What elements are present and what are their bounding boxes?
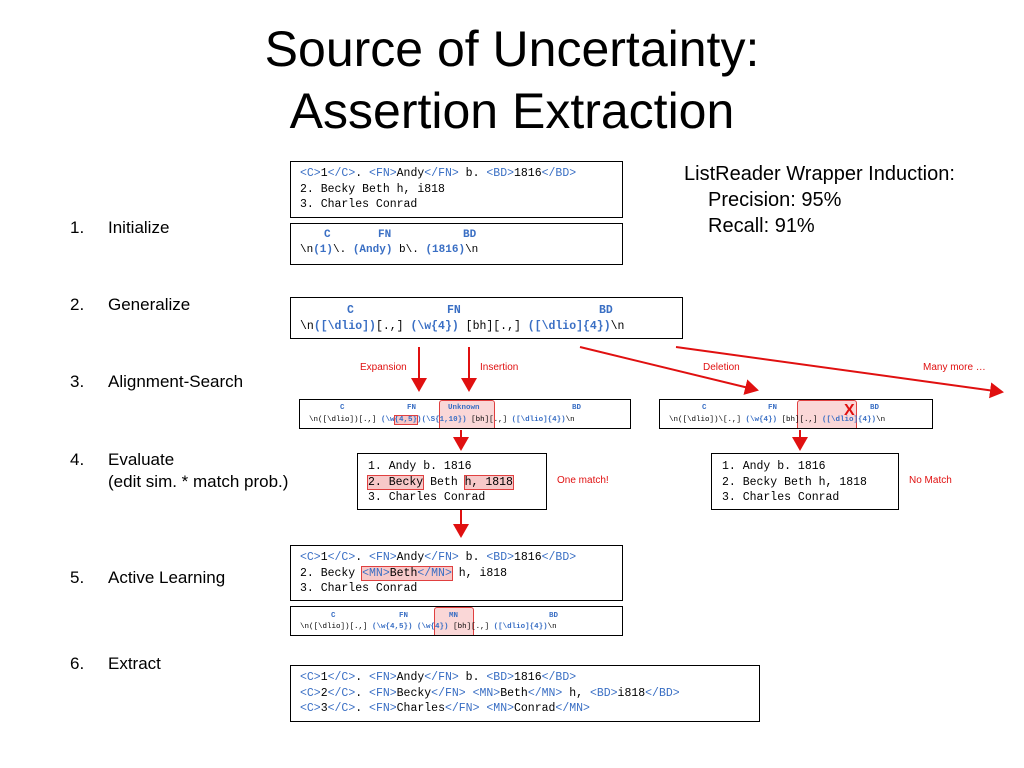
regex-pattern: \n([\dlio])[.,] (\w{4,5}) (\w{4}) [bh][.…	[300, 623, 557, 631]
field-header-fn: FN	[378, 229, 392, 241]
step-extract: 6. Extract	[70, 653, 161, 675]
eval-result-right: 1. Andy b. 1816 2. Becky Beth h, 1818 3.…	[711, 453, 899, 510]
active-learning-regex-box: C FN MN BD \n([\dlio])[.,] (\w{4,5}) (\w…	[290, 606, 623, 636]
step-label: Alignment-Search	[108, 372, 244, 391]
text-line: 2. Becky <MN>Beth</MN> h, i818	[300, 565, 508, 581]
step-evaluate: 4. Evaluate (edit sim. * match prob.)	[70, 449, 288, 493]
active-learning-text-box: <C>1</C>. <FN>Andy</FN> b. <BD>1816</BD>…	[290, 545, 623, 601]
step-number: 5.	[70, 568, 85, 587]
field-header-c: C	[324, 229, 331, 241]
text-line: 2. Becky Beth h, 1818	[366, 474, 514, 490]
field-header-bd: BD	[463, 229, 477, 241]
step-number: 6.	[70, 654, 85, 673]
slide-title: Source of Uncertainty: Assertion Extract…	[0, 18, 1024, 142]
text-line: 3. Charles Conrad	[300, 582, 418, 595]
field-header-c: C	[340, 404, 345, 412]
step-number: 2.	[70, 295, 85, 314]
eval-result-left: 1. Andy b. 1816 2. Becky Beth h, 1818 3.…	[357, 453, 547, 510]
step-number: 4.	[70, 450, 85, 469]
wrapper-induction-info: ListReader Wrapper Induction: Precision:…	[684, 161, 955, 239]
field-header-fn: FN	[399, 612, 409, 620]
text-line: <C>1</C>. <FN>Andy</FN> b. <BD>1816</BD>	[300, 671, 577, 684]
step-generalize: 2. Generalize	[70, 294, 190, 316]
title-line-1: Source of Uncertainty:	[264, 21, 760, 77]
insertion-label: Insertion	[480, 362, 519, 373]
deletion-x-mark: X	[844, 402, 855, 419]
step-label: Evaluate	[108, 450, 175, 469]
expansion-label: Expansion	[360, 362, 407, 373]
mn-field-highlight	[434, 607, 474, 635]
field-header-bd: BD	[599, 304, 613, 317]
text-line: 3. Charles Conrad	[722, 491, 840, 504]
info-precision: Precision: 95%	[708, 189, 842, 211]
text-line: <C>3</C>. <FN>Charles</FN> <MN>Conrad</M…	[300, 702, 590, 715]
text-line: <C>1</C>. <FN>Andy</FN> b. <BD>1816</BD>	[300, 167, 577, 180]
step-initialize: 1. Initialize	[70, 217, 169, 239]
field-header-bd: BD	[572, 404, 582, 412]
text-line: 2. Becky Beth h, i818	[300, 182, 445, 196]
align-candidate-deletion: C FN BD X \n([\dlio])\[.,] (\w{4}) [bh][…	[659, 399, 933, 429]
regex-pattern: \n([\dlio])[.,] (\w{4}) [bh][.,] ([\dlio…	[300, 320, 625, 333]
field-header-bd: BD	[870, 404, 880, 412]
field-header-fn: FN	[768, 404, 778, 412]
init-labeled-text-box: <C>1</C>. <FN>Andy</FN> b. <BD>1816</BD>…	[290, 161, 623, 218]
regex-pattern: \n([\dlio])\[.,] (\w{4}) [bh][.,] ([\dli…	[669, 416, 886, 424]
title-line-2: Assertion Extraction	[289, 83, 735, 139]
init-regex-box: C FN BD \n(1)\. (Andy) b\. (1816)\n	[290, 223, 623, 265]
unknown-field-highlight	[439, 400, 495, 428]
deletion-arrow	[579, 346, 759, 395]
text-line: 3. Charles Conrad	[368, 491, 486, 504]
text-line: <C>1</C>. <FN>Andy</FN> b. <BD>1816</BD>	[300, 551, 577, 564]
no-match-label: No Match	[909, 475, 952, 486]
text-line: 3. Charles Conrad	[300, 198, 418, 211]
step-number: 3.	[70, 372, 85, 391]
info-recall: Recall: 91%	[708, 215, 815, 237]
text-line: 1. Andy b. 1816	[368, 460, 472, 473]
step-label: Generalize	[108, 295, 191, 314]
text-line: 1. Andy b. 1816	[722, 460, 826, 473]
regex-pattern: \n([\dlio])[.,] (\w{4,5})(\S{1,10}) [bh]…	[309, 415, 575, 425]
align-candidate-insertion: C FN Unknown BD \n([\dlio])[.,] (\w{4,5}…	[299, 399, 631, 429]
step-number: 1.	[70, 218, 85, 237]
info-heading: ListReader Wrapper Induction:	[684, 163, 955, 185]
step-active-learning: 5. Active Learning	[70, 567, 225, 589]
step-label: Active Learning	[108, 568, 226, 587]
step-label-detail: (edit sim. * match prob.)	[108, 472, 289, 491]
regex-pattern: \n(1)\. (Andy) b\. (1816)\n	[300, 244, 479, 256]
text-line: <C>2</C>. <FN>Becky</FN> <MN>Beth</MN> h…	[300, 686, 680, 700]
field-header-mn: MN	[449, 612, 459, 620]
field-header-unknown: Unknown	[448, 404, 480, 412]
step-label: Extract	[108, 654, 161, 673]
step-label: Initialize	[108, 218, 170, 237]
field-header-bd: BD	[549, 612, 559, 620]
deleted-field-highlight	[797, 400, 857, 428]
field-header-c: C	[347, 304, 354, 317]
field-header-c: C	[331, 612, 336, 620]
extract-result-box: <C>1</C>. <FN>Andy</FN> b. <BD>1816</BD>…	[290, 665, 760, 722]
gen-regex-box: C FN BD \n([\dlio])[.,] (\w{4}) [bh][.,]…	[290, 297, 683, 339]
many-more-label: Many more …	[923, 362, 986, 373]
step-alignment-search: 3. Alignment-Search	[70, 371, 243, 393]
text-line: 2. Becky Beth h, 1818	[722, 475, 867, 489]
field-header-fn: FN	[407, 404, 417, 412]
field-header-fn: FN	[447, 304, 461, 317]
field-header-c: C	[702, 404, 707, 412]
many-more-arrow	[675, 346, 1004, 399]
deletion-label: Deletion	[703, 362, 740, 373]
one-match-label: One match!	[557, 475, 609, 486]
